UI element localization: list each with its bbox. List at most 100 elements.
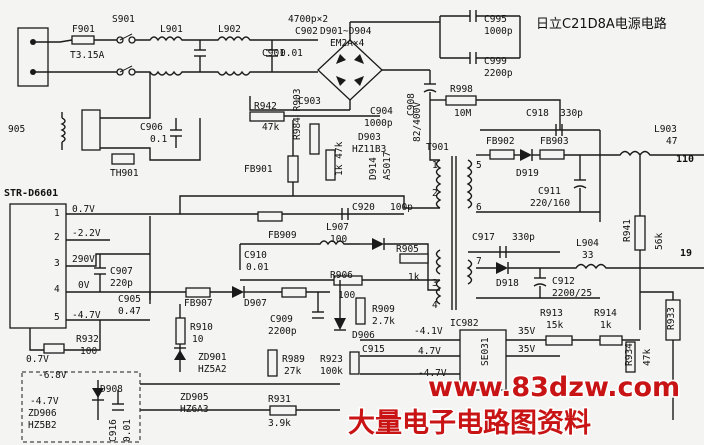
r923-label: R923: [320, 354, 343, 365]
c911-value: 220/160: [530, 198, 570, 209]
resistor-r914: [599, 335, 623, 346]
connector-905: [81, 109, 101, 151]
filter-section: R942 47k C904 1000p C908 82/400V R998 10…: [244, 70, 561, 196]
d906-label: D906: [352, 330, 375, 341]
ic-str-d6601: STR-D6601 1 2 3 4 5 0.7V -2.2V 290V 0V -…: [4, 188, 293, 329]
fuse-f901: [71, 35, 95, 45]
v-neg47-label: -4.7V: [30, 396, 59, 407]
ic-pin-2: 2: [54, 232, 60, 243]
c905-value: 0.47: [118, 306, 141, 317]
fb907-label: FB907: [184, 298, 213, 309]
t901-label: T901: [426, 142, 449, 153]
ic-pin-4: 4: [54, 284, 60, 295]
c908-label: C908: [406, 93, 417, 116]
v-neg68-label: -6.8V: [38, 370, 67, 381]
r931-value: 3.9k: [268, 418, 291, 429]
thermistor-th901: [111, 153, 135, 165]
d903-value: HZ11B3: [352, 144, 386, 155]
resistor-r942: [249, 111, 285, 122]
fb903-label: FB903: [540, 136, 569, 147]
ic-v-pin5: -4.7V: [72, 310, 101, 321]
watermark-cn: 大量电子电路图资料: [348, 407, 591, 439]
r942-value: 47k: [262, 122, 279, 133]
c999-value: 2200p: [484, 68, 513, 79]
th901-label: TH901: [110, 168, 139, 179]
l902-label: L902: [218, 24, 241, 35]
d919-label: D919: [516, 168, 539, 179]
zd905-label: ZD905: [180, 392, 209, 403]
r941-value: 56k: [654, 233, 665, 250]
regulator-section: R989 27k R923 100k C915 IC982 SE031 -4.1…: [267, 291, 681, 420]
c916-label: C916: [108, 419, 119, 442]
c901-value: 0.01: [280, 48, 303, 59]
r942-label: R942: [254, 101, 277, 112]
watermark: www.83dzw.com www.83dzw.com 大量电子电路图资料 大量…: [347, 371, 682, 441]
r984-value: 1k 47k: [334, 141, 345, 176]
c904-label: C904: [370, 106, 393, 117]
c906-label: C906: [140, 122, 163, 133]
fb902-label: FB902: [486, 136, 515, 147]
bridge-label: D901~D904: [320, 26, 372, 37]
c917-value: 330p: [512, 232, 535, 243]
ic-pin-5: 5: [54, 312, 60, 323]
t901-pin5: 5: [476, 160, 482, 171]
t901-pin1: 1: [432, 160, 438, 171]
resistor-r903: [309, 123, 320, 155]
r906-value: 100: [338, 290, 355, 301]
r909-label: R909: [372, 304, 395, 315]
ferrite-fb907: [185, 287, 211, 298]
r914-value: 1k: [600, 320, 612, 331]
d918-label: D918: [496, 278, 519, 289]
output-110v: C918 330p FB902 FB903 D919 C911 220/160 …: [476, 108, 704, 330]
r934-value: 47k: [642, 349, 653, 366]
ferrite-fb909: [257, 211, 283, 222]
c907-value: 220p: [110, 278, 133, 289]
zd901-label: ZD901: [198, 352, 227, 363]
fb909-label: FB909: [268, 230, 297, 241]
switch-label: S901: [112, 14, 135, 25]
connector-905-label: 905: [8, 124, 25, 135]
c906-value: 0.1: [150, 134, 167, 145]
c918-label: C918: [526, 108, 549, 119]
c920-value: 100p: [390, 202, 413, 213]
schematic-title: 日立C21D8A电源电路: [536, 16, 667, 32]
ic982-label: IC982: [450, 318, 479, 329]
ic-v-pin4: 0V: [78, 280, 90, 291]
r989-value: 27k: [284, 366, 301, 377]
r933-label: R933: [666, 307, 677, 330]
resistor-r998: [445, 95, 477, 106]
ic-name: STR-D6601: [4, 188, 58, 199]
watermark-cn-outline: 大量电子电路图资料: [348, 407, 591, 439]
ic-body: [9, 203, 67, 329]
r905-value: 1k: [408, 272, 420, 283]
watermark-url-outline: www.83dzw.com: [428, 372, 680, 403]
l901-label: L901: [160, 24, 183, 35]
d914-value: AS017: [382, 151, 393, 180]
zd906-label: ZD906: [28, 408, 57, 419]
ic982-body: [459, 329, 507, 391]
t901-pin4: 4: [432, 300, 438, 311]
bridge-value: EM2A×4: [330, 38, 365, 49]
ic-v-pin3: 290V: [72, 254, 95, 265]
d914-label: D914: [368, 157, 379, 180]
c909-label: C909: [270, 314, 293, 325]
ic-pin-3: 3: [54, 258, 60, 269]
v-35b-label: 35V: [518, 344, 535, 355]
ic-v-pin1: 0.7V: [72, 204, 95, 215]
r923-value: 100k: [320, 366, 343, 377]
c903-label: C903: [298, 96, 321, 107]
t901-pin6: 6: [476, 202, 482, 213]
d908-label: D908: [100, 384, 123, 395]
l904-value: 33: [582, 250, 593, 261]
resistor-r931: [269, 405, 297, 416]
v-47c-label: 4.7V: [418, 346, 441, 357]
resistor-r905: [399, 253, 429, 264]
c910-value: 0.01: [246, 262, 269, 273]
c915-label: C915: [362, 344, 385, 355]
t901-pin3: 3: [432, 278, 438, 289]
resistor-r989: [267, 349, 278, 377]
transformer-t901: T901 1 2 3 4 5 6 7: [293, 130, 482, 311]
ic982-part: SE031: [480, 337, 491, 366]
c909-value: 2200p: [268, 326, 297, 337]
